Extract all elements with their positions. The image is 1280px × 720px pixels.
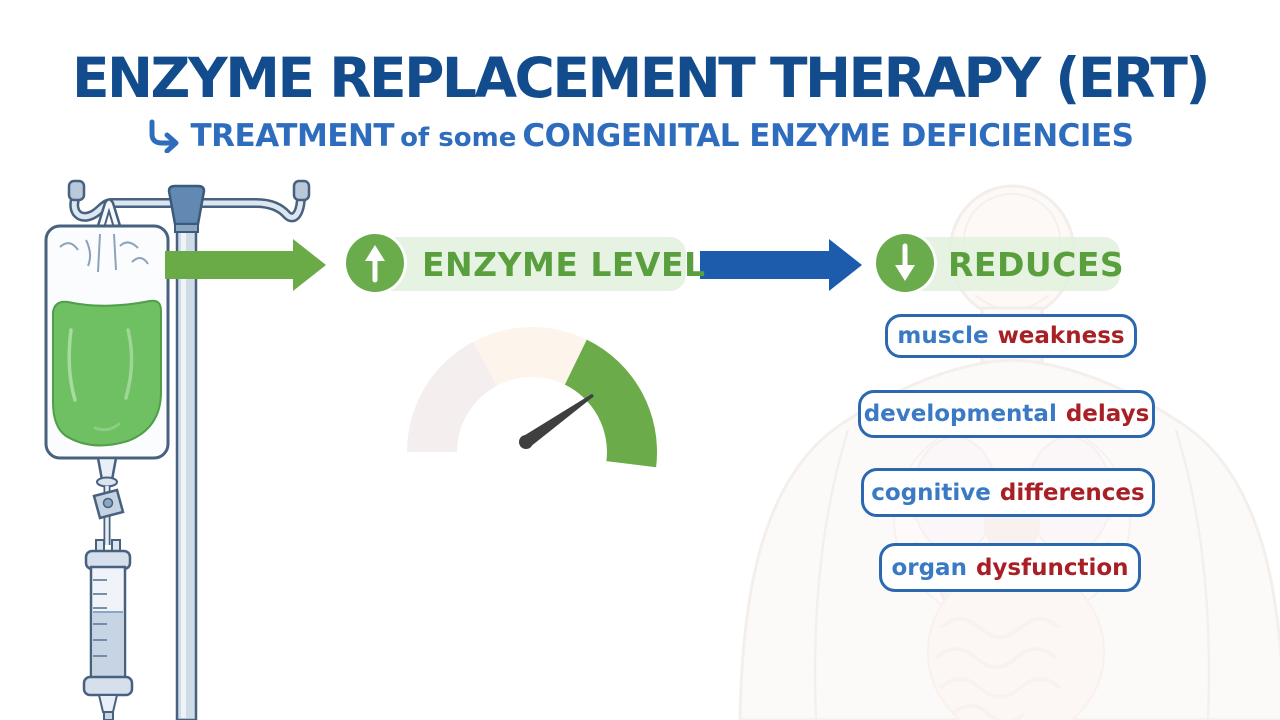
up-arrow-glyph bbox=[365, 245, 385, 283]
pole-knob bbox=[167, 184, 206, 226]
condition-box-organ-dysfunction: organ dysfunction bbox=[879, 543, 1141, 592]
condition-box-developmental-delays: developmental delays bbox=[858, 390, 1155, 438]
subtitle-connector: of some bbox=[400, 123, 517, 153]
enzyme-level-label: ENZYME LEVEL bbox=[422, 244, 706, 284]
enzyme-gauge bbox=[407, 326, 658, 468]
condition-finding: delays bbox=[1065, 401, 1150, 427]
condition-finding: weakness bbox=[997, 323, 1125, 349]
condition-finding: differences bbox=[999, 479, 1145, 506]
condition-finding: dysfunction bbox=[975, 554, 1129, 581]
enzyme-level-pill: ENZYME LEVEL bbox=[360, 237, 705, 291]
condition-term: cognitive bbox=[871, 479, 991, 506]
flow-arrow-green bbox=[165, 239, 326, 291]
down-arrow-glyph bbox=[895, 243, 915, 281]
gauge-zone-high bbox=[564, 339, 658, 468]
hanger-left-cap bbox=[67, 179, 86, 202]
drip-chamber-icon bbox=[82, 486, 134, 720]
page-title: ENZYME REPLACEMENT THERAPY (ERT) bbox=[71, 46, 1211, 110]
gauge-needle bbox=[519, 393, 594, 449]
subtitle-treatment: TREATMENT bbox=[190, 118, 395, 154]
gauge-zone-mid bbox=[473, 326, 587, 386]
enzyme-fluid bbox=[52, 299, 162, 447]
reduces-label: REDUCES bbox=[948, 244, 1125, 284]
up-arrow-icon bbox=[346, 234, 404, 292]
iv-bag-icon bbox=[44, 198, 170, 488]
iv-pole bbox=[67, 179, 311, 720]
gauge-zone-low bbox=[407, 341, 497, 452]
condition-term: organ bbox=[891, 554, 967, 581]
subtitle-rest: CONGENITAL ENZYME DEFICIENCIES bbox=[522, 118, 1134, 154]
down-arrow-icon bbox=[876, 234, 934, 292]
condition-box-muscle-weakness: muscle weakness bbox=[885, 314, 1137, 358]
condition-term: muscle bbox=[897, 323, 989, 349]
branch-arrow-icon bbox=[149, 119, 179, 154]
flow-arrow-blue bbox=[700, 239, 862, 291]
hanger-right-cap bbox=[292, 179, 311, 202]
condition-box-cognitive-differences: cognitive differences bbox=[861, 468, 1155, 517]
condition-term: developmental bbox=[863, 401, 1057, 427]
